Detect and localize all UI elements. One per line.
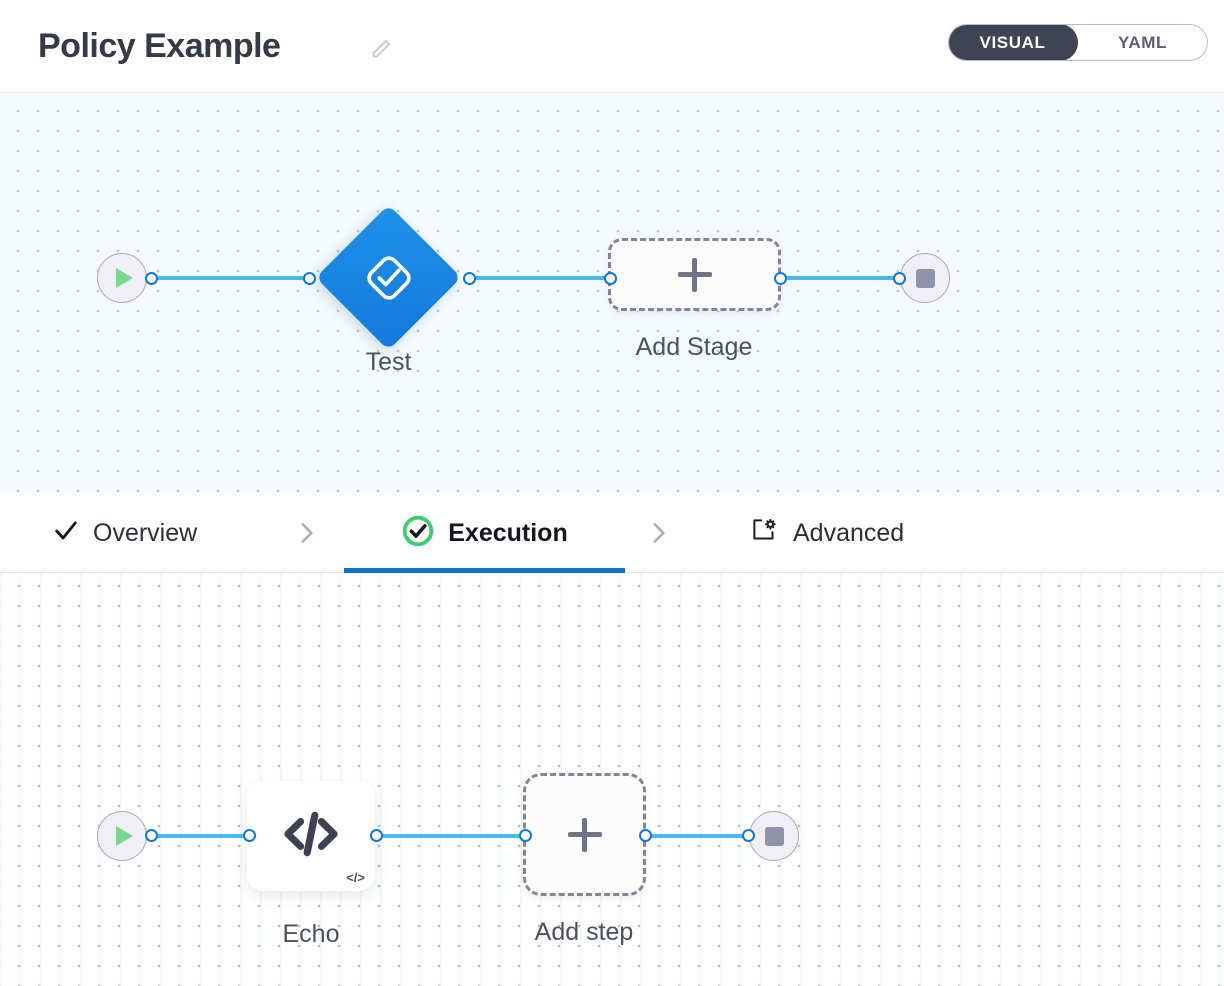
- step-canvas[interactable]: </> Echo Add step: [0, 573, 1224, 986]
- port-echo-in[interactable]: [243, 829, 256, 842]
- pencil-icon[interactable]: [368, 36, 394, 62]
- port-addstage-in[interactable]: [604, 272, 617, 285]
- end-node-circle[interactable]: [900, 253, 950, 303]
- tab-execution[interactable]: Execution: [344, 493, 625, 573]
- edge-addstage-to-end: [780, 276, 902, 280]
- edge-test-to-addstage: [470, 276, 612, 280]
- edge-start-to-test: [152, 276, 312, 280]
- add-step-label: Add step: [534, 918, 634, 946]
- end-node-circle[interactable]: [749, 811, 799, 861]
- edge-start-to-echo: [152, 834, 250, 838]
- plus-icon: [567, 817, 602, 852]
- mode-toggle[interactable]: VISUAL YAML: [948, 24, 1208, 61]
- play-icon: [116, 826, 133, 846]
- tab-advanced-label: Advanced: [793, 518, 905, 547]
- header-bar: Policy Example VISUAL YAML: [0, 0, 1224, 93]
- port-step-start-out[interactable]: [145, 829, 158, 842]
- stage-diamond-shape[interactable]: [315, 204, 462, 351]
- start-node-circle[interactable]: [97, 253, 147, 303]
- port-test-out[interactable]: [463, 272, 476, 285]
- stage-start-node[interactable]: [97, 253, 147, 303]
- tab-execution-label: Execution: [448, 518, 568, 547]
- port-addstep-out[interactable]: [639, 829, 652, 842]
- port-echo-out[interactable]: [370, 829, 383, 842]
- port-addstage-out[interactable]: [774, 272, 787, 285]
- step-node-echo[interactable]: </>: [247, 781, 375, 891]
- step-start-node[interactable]: [97, 811, 147, 861]
- step-label-echo: Echo: [282, 920, 340, 948]
- tab-advanced[interactable]: Advanced: [736, 493, 918, 573]
- square-gear-icon: [750, 516, 780, 551]
- edge-echo-to-addstep: [376, 834, 527, 838]
- add-step-button[interactable]: [523, 773, 646, 896]
- edge-addstep-to-end: [645, 834, 749, 838]
- mode-visual-button[interactable]: VISUAL: [949, 25, 1078, 60]
- stage-label-test: Test: [365, 348, 412, 376]
- port-start-out[interactable]: [145, 272, 158, 285]
- stop-icon: [764, 826, 784, 846]
- page-title: Policy Example: [38, 27, 281, 65]
- tab-separator-2: [645, 493, 671, 573]
- tab-active-underline: [344, 568, 625, 573]
- mode-yaml-button[interactable]: YAML: [1078, 25, 1207, 60]
- add-stage-label: Add Stage: [635, 333, 753, 361]
- step-badge-code: </>: [346, 870, 365, 885]
- start-node-circle[interactable]: [97, 811, 147, 861]
- stage-canvas[interactable]: Test Add Stage: [0, 93, 1224, 493]
- port-end-in[interactable]: [893, 272, 906, 285]
- add-stage-button[interactable]: [608, 238, 781, 311]
- port-addstep-in[interactable]: [519, 829, 532, 842]
- port-step-end-in[interactable]: [742, 829, 755, 842]
- tab-separator-1: [293, 493, 319, 573]
- stage-node-test[interactable]: [315, 204, 462, 351]
- check-icon: [52, 517, 80, 550]
- play-icon: [116, 268, 133, 288]
- stop-icon: [915, 268, 935, 288]
- tab-overview[interactable]: Overview: [38, 493, 211, 573]
- tab-bar: Overview Execution: [0, 493, 1224, 573]
- stage-end-node[interactable]: [900, 253, 950, 303]
- step-end-node[interactable]: [749, 811, 799, 861]
- plus-icon: [677, 257, 712, 292]
- tab-overview-label: Overview: [93, 518, 198, 547]
- code-icon: [278, 801, 344, 872]
- check-circle-icon: [401, 514, 435, 553]
- port-test-in[interactable]: [303, 272, 316, 285]
